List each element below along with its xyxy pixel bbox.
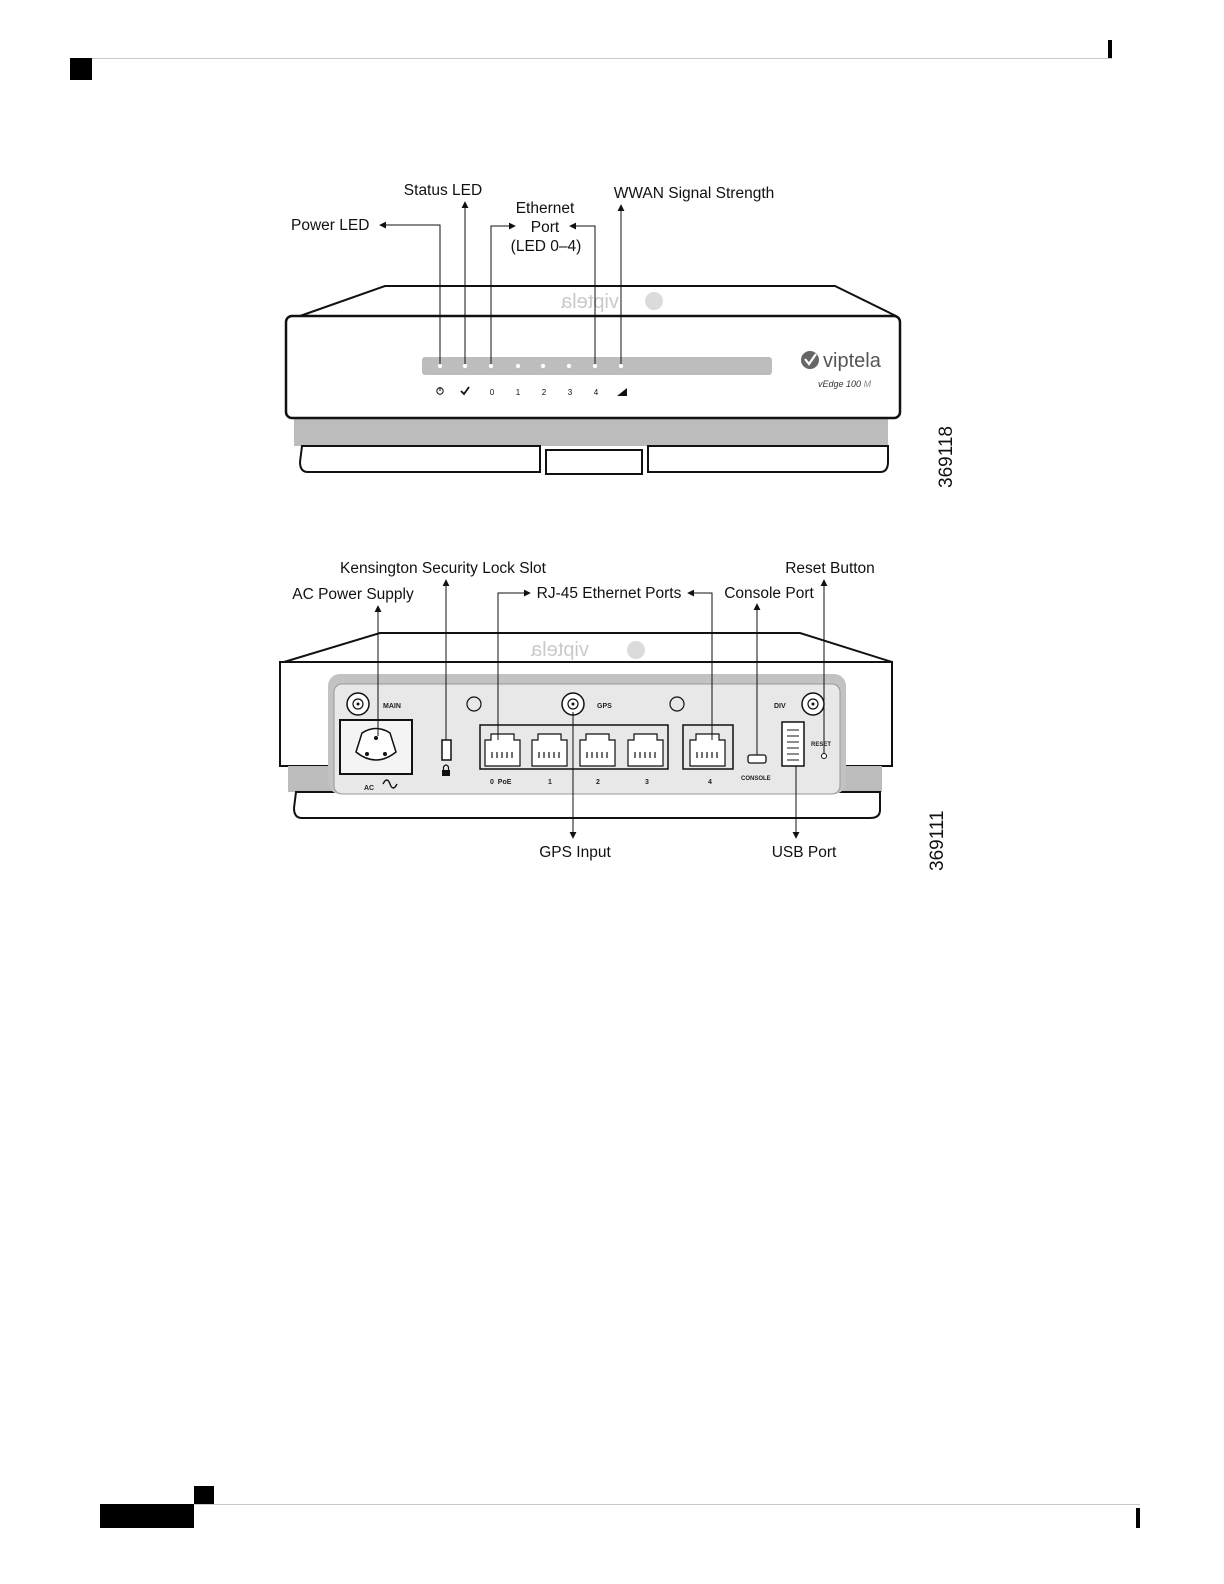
led-label-3: 3 [568, 388, 573, 397]
ethernet-label-line3: (LED 0–4) [511, 238, 582, 255]
led-label-4: 4 [594, 388, 599, 397]
footer-left-bar [100, 1504, 194, 1528]
reset-button-label: Reset Button [785, 560, 875, 577]
port-label-4: 4 [708, 779, 712, 786]
front-foot-center [546, 450, 642, 474]
reset-button [822, 754, 827, 759]
rear-figure-number: 369111 [927, 810, 948, 871]
port-label-0: 0 PoE [490, 779, 512, 786]
led-label-0: 0 [490, 388, 495, 397]
port-label-2: 2 [596, 779, 600, 786]
port-label-1: 1 [548, 779, 552, 786]
kensington-slot [442, 740, 451, 760]
viptela-logo-icon [801, 351, 819, 369]
led-label-2: 2 [542, 388, 547, 397]
main-antenna-icon [347, 693, 369, 715]
port-label-3: 3 [645, 779, 649, 786]
console-port [748, 755, 766, 763]
svg-text:viptela: viptela [560, 291, 619, 313]
ac-label: AC [364, 785, 374, 792]
kensington-label: Kensington Security Lock Slot [340, 560, 547, 577]
svg-text:viptela: viptela [530, 639, 589, 661]
front-figure-number: 369118 [936, 426, 957, 488]
main-antenna-label: MAIN [383, 703, 401, 710]
screw-right [670, 697, 684, 711]
ethernet-label-line1: Ethernet [516, 200, 575, 217]
footer-right-tick [1136, 1508, 1140, 1528]
ac-inlet-socket [356, 729, 396, 761]
rear-view-figure: viptela MAIN AC GPS [0, 520, 1224, 900]
gps-label: GPS [597, 703, 612, 710]
ethernet-label-line2: Port [531, 219, 560, 236]
power-led-label: Power LED [291, 217, 369, 234]
screw-left [467, 697, 481, 711]
reset-label: RESET [811, 742, 831, 748]
rj45-label: RJ-45 Ethernet Ports [537, 585, 682, 602]
status-led-label: Status LED [404, 182, 482, 199]
brand-name: viptela [823, 350, 882, 372]
usb-port-label: USB Port [772, 844, 837, 861]
gps-input-label: GPS Input [539, 844, 611, 861]
front-foot-left [300, 446, 540, 472]
rear-foot [294, 792, 880, 818]
div-antenna-icon [802, 693, 824, 715]
console-port-label: Console Port [724, 585, 814, 602]
gps-connector-icon [562, 693, 584, 715]
ac-power-label: AC Power Supply [292, 586, 414, 603]
front-device-base [294, 416, 888, 446]
model-name: vEdge 100 M [818, 379, 872, 389]
led-label-1: 1 [516, 388, 521, 397]
footer-rule [100, 1504, 1140, 1505]
front-view-figure: viptela 0 1 2 3 4 viptela vEdge 100 M St… [0, 0, 1224, 520]
wwan-signal-label: WWAN Signal Strength [614, 185, 775, 202]
console-label: CONSOLE [741, 776, 771, 782]
front-foot-right [648, 446, 888, 472]
footer-left-marker [194, 1486, 214, 1504]
div-antenna-label: DIV [774, 703, 786, 710]
